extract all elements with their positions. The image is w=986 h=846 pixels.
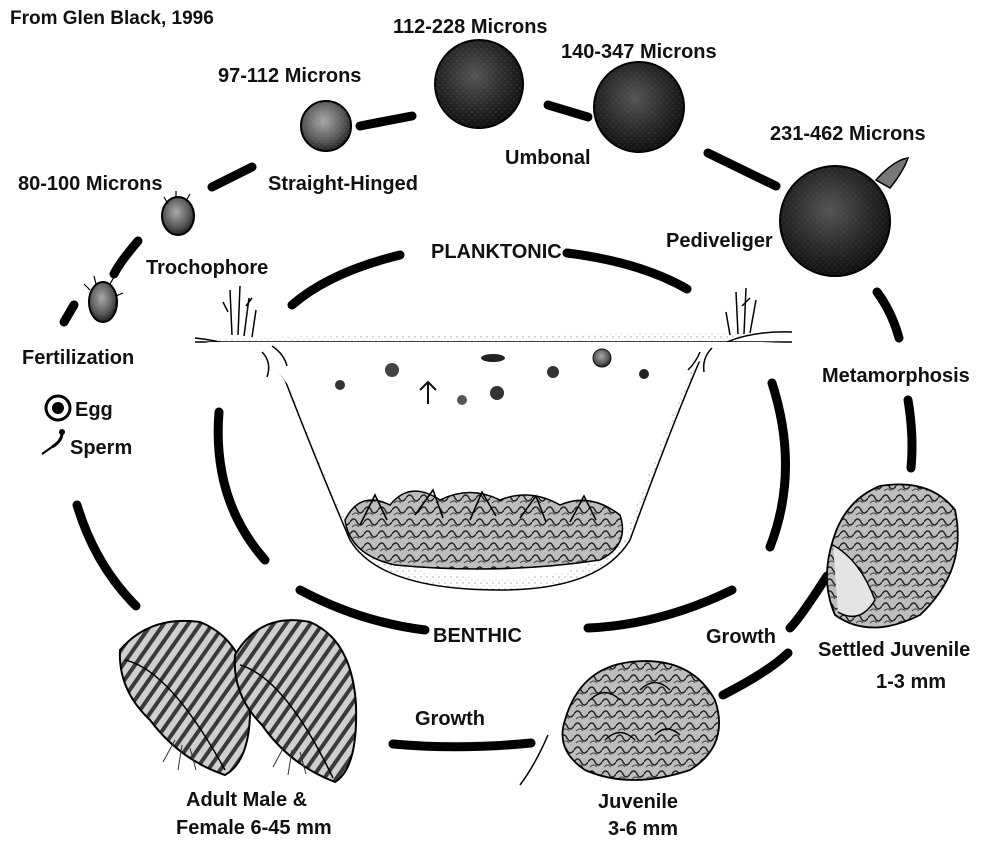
adult-label: Adult Male &	[186, 789, 307, 811]
pediveliger-label: Pediveliger	[666, 230, 773, 252]
trochophore-label: Trochophore	[146, 257, 268, 279]
straight-hinged-size-label: 97-112 Microns	[218, 65, 361, 87]
juvenile-label: Juvenile	[598, 791, 678, 813]
umbonal-label: Umbonal	[505, 147, 591, 169]
sperm-label: Sperm	[70, 437, 132, 459]
growth-label-right: Growth	[706, 626, 776, 648]
straight-hinged-larva-icon	[301, 101, 351, 151]
fertilization-icon	[84, 276, 123, 322]
settled-juvenile-icon	[827, 484, 958, 627]
juvenile-icon	[520, 661, 719, 785]
trochophore-size-label: 80-100 Microns	[18, 173, 163, 195]
umbonal-size-b-label: 140-347 Microns	[561, 41, 717, 63]
settled-juvenile-label: Settled Juvenile	[818, 639, 970, 661]
umbonal-larva-icon	[435, 40, 523, 128]
pediveliger-larva-icon	[780, 158, 908, 276]
adult-size-label: Female 6-45 mm	[176, 817, 332, 839]
growth-label-bottom: Growth	[415, 708, 485, 730]
trochophore-icon	[162, 191, 194, 235]
juvenile-size-label: 3-6 mm	[608, 818, 678, 840]
fertilization-label: Fertilization	[22, 347, 134, 369]
benthic-label: BENTHIC	[433, 625, 522, 647]
credit-label: From Glen Black, 1996	[10, 8, 214, 29]
sperm-icon	[42, 429, 65, 454]
lake-cross-section	[195, 286, 792, 590]
metamorphosis-label: Metamorphosis	[822, 365, 970, 387]
adult-mussel-right-icon	[235, 620, 356, 782]
settled-juvenile-size-label: 1-3 mm	[876, 671, 946, 693]
egg-icon	[46, 396, 70, 420]
umbonal-size-a-label: 112-228 Microns	[393, 16, 548, 38]
straight-hinged-label: Straight-Hinged	[268, 173, 418, 195]
umbonal-larva-large-icon	[594, 62, 684, 152]
planktonic-label: PLANKTONIC	[431, 241, 562, 263]
adult-mussel-left-icon	[120, 621, 250, 775]
egg-label: Egg	[75, 399, 113, 421]
pediveliger-size-label: 231-462 Microns	[770, 123, 926, 145]
